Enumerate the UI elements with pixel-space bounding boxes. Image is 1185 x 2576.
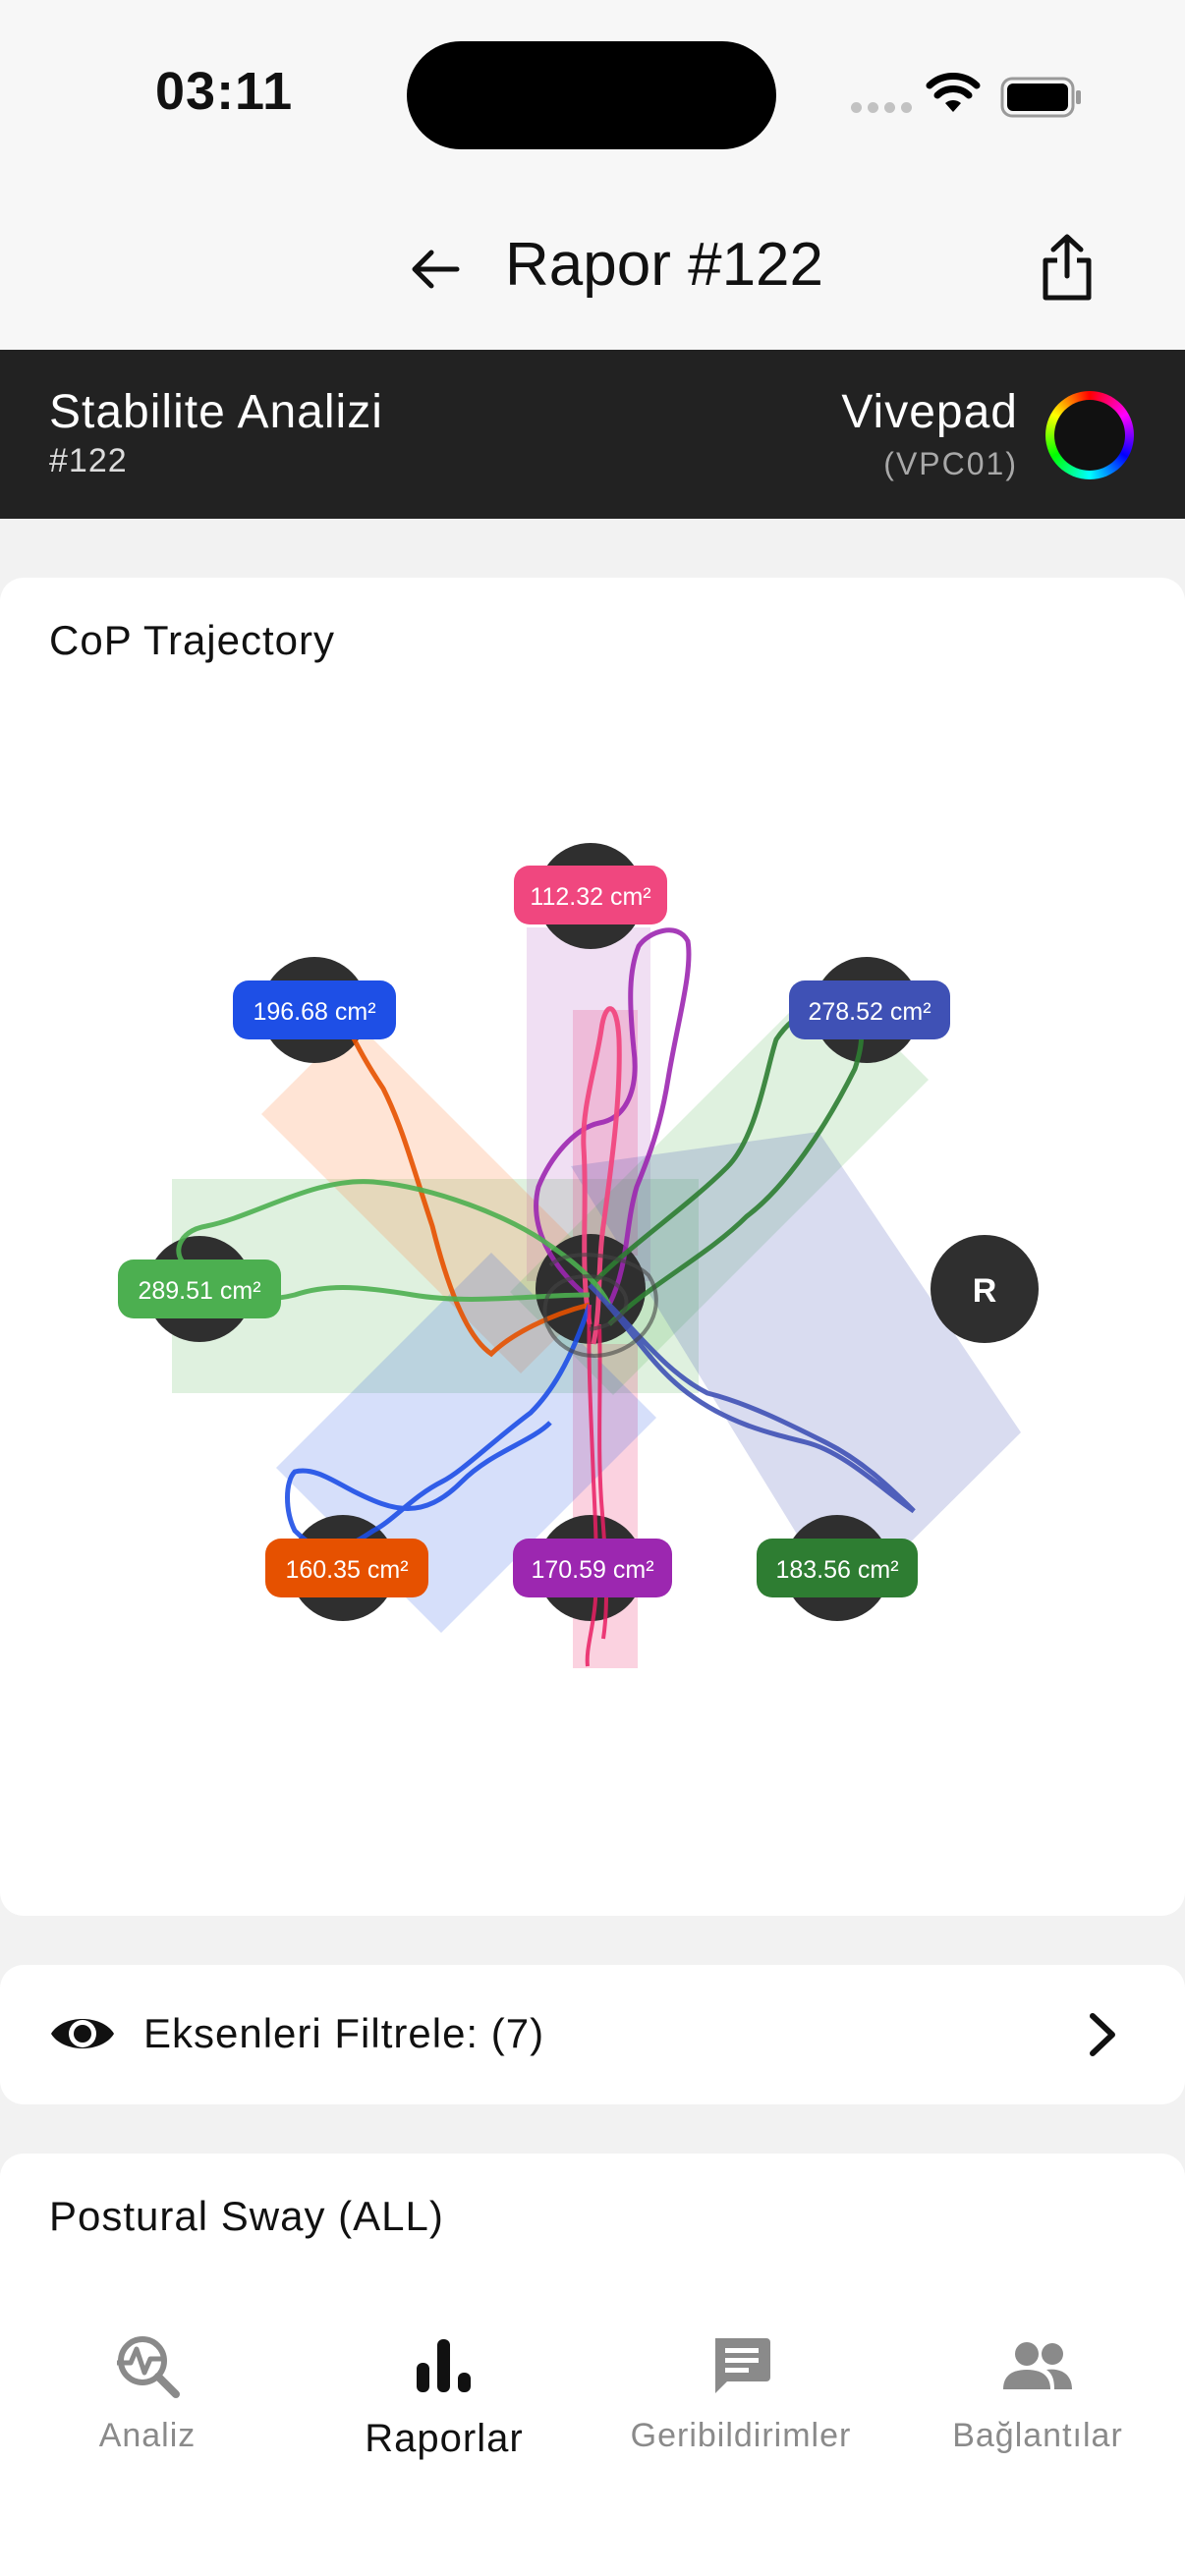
page-title: Rapor #122 (505, 231, 824, 299)
bottom-tab-bar: Analiz Raporlar Geribildirimler (0, 2289, 1185, 2576)
trajectory-north (534, 927, 692, 1307)
analysis-title: Stabilite Analizi (49, 386, 383, 438)
share-icon (1043, 234, 1092, 301)
eye-icon (51, 2019, 114, 2048)
trajectory-west (176, 1179, 612, 1307)
tab-analiz-label: Analiz (98, 2417, 197, 2454)
device-name: Vivepad (841, 386, 1018, 438)
report-number: #122 (49, 442, 128, 479)
area-label-southeast: 183.56 cm² (757, 1539, 918, 1597)
cellular-signal-icon (851, 102, 912, 113)
wifi-icon (926, 73, 981, 112)
app-header: Rapor #122 (0, 187, 1185, 350)
cop-trajectory-plot: 112.32 cm² 196.68 cm² 278.52 cm² 289.51 … (118, 843, 1039, 1668)
area-rect-northwest (261, 1021, 614, 1373)
axis-filter-row[interactable]: Eksenleri Filtrele: (7) (0, 1965, 1185, 2104)
analysis-banner: Stabilite Analizi #122 Vivepad (VPC01) (0, 350, 1185, 519)
device-color-wheel-icon[interactable] (1045, 391, 1134, 479)
postural-sway-title: Postural Sway (ALL) (49, 2193, 444, 2239)
tab-baglantilar[interactable]: Bağlantılar (890, 2328, 1185, 2455)
people-icon (1003, 2342, 1072, 2389)
chevron-right-icon (1090, 2013, 1115, 2056)
tab-raporlar[interactable]: Raporlar (297, 2328, 592, 2461)
back-button[interactable] (403, 238, 466, 301)
status-bar: 03:11 (0, 0, 1185, 187)
status-time: 03:11 (155, 62, 294, 121)
cop-trajectory-title: CoP Trajectory (49, 617, 335, 663)
area-label-west: 289.51 cm² (118, 1260, 281, 1318)
share-button[interactable] (1032, 228, 1102, 307)
trajectory-center (542, 1253, 658, 1358)
reference-button[interactable]: R (931, 1235, 1039, 1343)
area-label-west-text: 289.51 cm² (138, 1277, 260, 1305)
tab-raporlar-label: Raporlar (365, 2417, 524, 2460)
trajectory-northwest (341, 1016, 591, 1358)
area-label-north: 112.32 cm² (514, 866, 667, 924)
area-rect-southeast (571, 1132, 1021, 1609)
area-label-north-text: 112.32 cm² (530, 883, 650, 911)
tab-geribildirimler[interactable]: Geribildirimler (593, 2328, 888, 2455)
feedback-icon (715, 2338, 770, 2393)
area-label-south-text: 170.59 cm² (531, 1556, 653, 1584)
axis-filter-label: Eksenleri Filtrele: (7) (143, 2010, 545, 2056)
reference-label: R (973, 1272, 997, 1310)
bar-chart-icon (417, 2339, 471, 2392)
area-label-southeast-text: 183.56 cm² (775, 1556, 898, 1584)
area-label-southwest: 160.35 cm² (265, 1539, 428, 1597)
tab-geribildirimler-label: Geribildirimler (630, 2417, 852, 2454)
area-label-south: 170.59 cm² (513, 1539, 672, 1597)
battery-icon (1000, 77, 1081, 118)
area-label-northwest-text: 196.68 cm² (253, 998, 375, 1026)
area-label-southwest-text: 160.35 cm² (285, 1556, 408, 1584)
arrow-left-icon (412, 250, 460, 289)
trajectory-southeast (588, 1283, 916, 1514)
device-id: (VPC01) (883, 446, 1018, 481)
analysis-icon (117, 2336, 180, 2398)
area-label-northeast-text: 278.52 cm² (808, 998, 931, 1026)
tab-baglantilar-label: Bağlantılar (952, 2417, 1123, 2454)
trajectory-north-pink (581, 1006, 622, 1345)
tab-analiz[interactable]: Analiz (0, 2328, 295, 2455)
area-label-northwest: 196.68 cm² (233, 980, 396, 1039)
trajectory-southwest (285, 1304, 592, 1552)
dynamic-island (407, 41, 776, 149)
area-label-northeast: 278.52 cm² (789, 980, 950, 1039)
cop-trajectory-card: CoP Trajectory (0, 578, 1185, 1916)
